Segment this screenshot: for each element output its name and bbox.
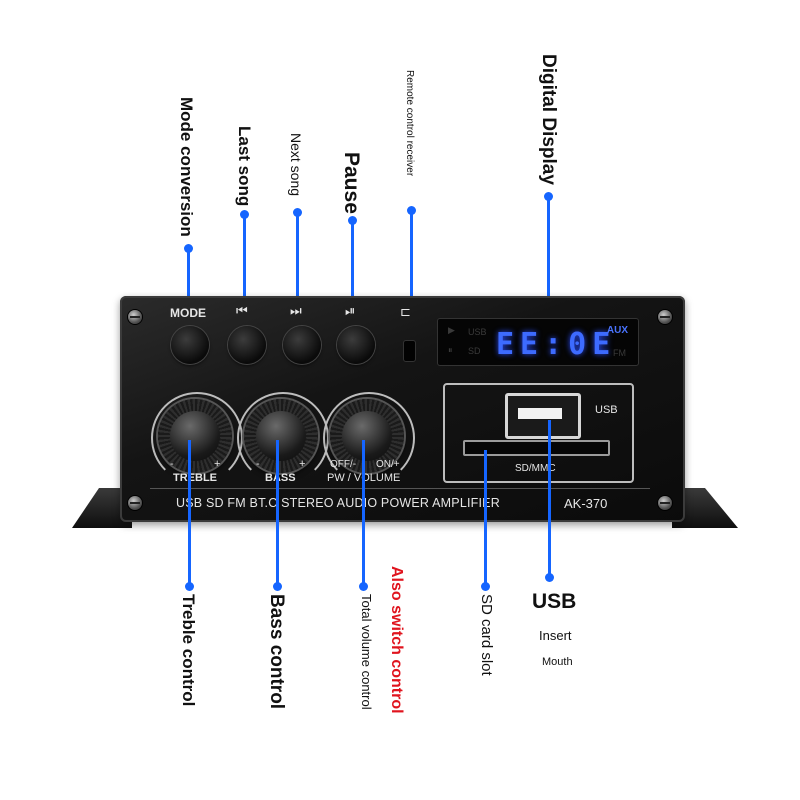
screw-top-left [128, 310, 142, 324]
bass-label: BASS [265, 472, 296, 484]
screw-top-right [658, 310, 672, 324]
usb-port-label: USB [595, 404, 618, 416]
treble-label: TREBLE [173, 472, 217, 484]
screw-bottom-left [128, 496, 142, 510]
leader-last-song [243, 214, 246, 302]
leader-volume [362, 440, 365, 588]
leader-next-song-dot [293, 208, 302, 217]
leader-usb [548, 420, 551, 578]
pause-button[interactable] [337, 326, 375, 364]
sd-card-slot[interactable] [463, 440, 610, 456]
label-pause: Pause [340, 152, 363, 214]
treble-minus: - [170, 458, 174, 470]
leader-mode-dot [184, 244, 193, 253]
ir-receiver-window [403, 340, 416, 362]
bass-plus: + [299, 458, 306, 470]
bass-knob[interactable] [244, 399, 318, 473]
last-song-button[interactable] [228, 326, 266, 364]
display-digits: EE:0E [496, 327, 617, 362]
volume-on-label: ON/+ [376, 459, 400, 470]
volume-knob[interactable] [330, 399, 404, 473]
remote-receiver-icon: ⊏ [400, 304, 411, 319]
display-fm-indicator: FM [613, 348, 626, 358]
leader-remote [410, 210, 413, 302]
label-remote-receiver: Remote control receiver [404, 70, 415, 177]
model-label: AK-370 [564, 496, 608, 511]
mode-button[interactable] [171, 326, 209, 364]
display-pause-indicator: ⏸ [448, 345, 453, 355]
digital-display: ▶ ⏸ USB SD EE:0E AUX FM [437, 318, 639, 366]
leader-volume-dot [359, 582, 368, 591]
label-digital-display: Digital Display [538, 54, 559, 185]
label-mode-conversion: Mode conversion [177, 97, 196, 237]
leader-sd [484, 450, 487, 588]
mode-label: MODE [170, 306, 206, 320]
label-usb: USB [532, 590, 577, 613]
label-insert: Insert [539, 628, 572, 643]
leader-pause [351, 220, 354, 302]
next-song-button[interactable] [283, 326, 321, 364]
treble-plus: + [214, 458, 221, 470]
leader-display [547, 196, 550, 320]
leader-next-song [296, 212, 299, 302]
footer-text: USB SD FM BT.C STEREO AUDIO POWER AMPLIF… [176, 496, 500, 510]
screw-bottom-right [658, 496, 672, 510]
display-sd-indicator: SD [468, 346, 481, 356]
display-usb-indicator: USB [468, 327, 487, 337]
label-total-volume-control: Total volume control [359, 594, 374, 710]
leader-usb-dot [545, 573, 554, 582]
volume-off-label: OFF/- [330, 459, 357, 470]
leader-pause-dot [348, 216, 357, 225]
leader-mode [187, 248, 190, 300]
label-last-song: Last song [235, 126, 254, 207]
next-icon: ⏭ [290, 303, 302, 318]
media-bay [443, 383, 634, 483]
leader-sd-dot [481, 582, 490, 591]
treble-knob[interactable] [158, 399, 232, 473]
label-treble-control: Treble control [179, 594, 198, 707]
leader-remote-dot [407, 206, 416, 215]
label-mouth: Mouth [542, 656, 573, 668]
volume-scale [323, 392, 415, 484]
label-bass-control: Bass control [266, 594, 287, 710]
usb-port[interactable] [505, 393, 581, 439]
leader-display-dot [544, 192, 553, 201]
leader-bass-dot [273, 582, 282, 591]
leader-bass [276, 440, 279, 588]
label-next-song: Next song [288, 133, 304, 197]
sd-mmc-label: SD/MMC [515, 463, 556, 474]
leader-treble [188, 440, 191, 588]
label-also-switch-control: Also switch control [388, 566, 405, 714]
prev-icon: ⏮ [236, 303, 248, 318]
leader-last-song-dot [240, 210, 249, 219]
label-sd-card-slot: SD card slot [478, 594, 495, 676]
footer-divider [150, 488, 650, 489]
bass-minus: - [256, 458, 260, 470]
display-aux-indicator: AUX [606, 325, 628, 336]
play-pause-icon: ⏯ [345, 303, 356, 318]
display-play-indicator: ▶ [448, 325, 455, 335]
leader-treble-dot [185, 582, 194, 591]
